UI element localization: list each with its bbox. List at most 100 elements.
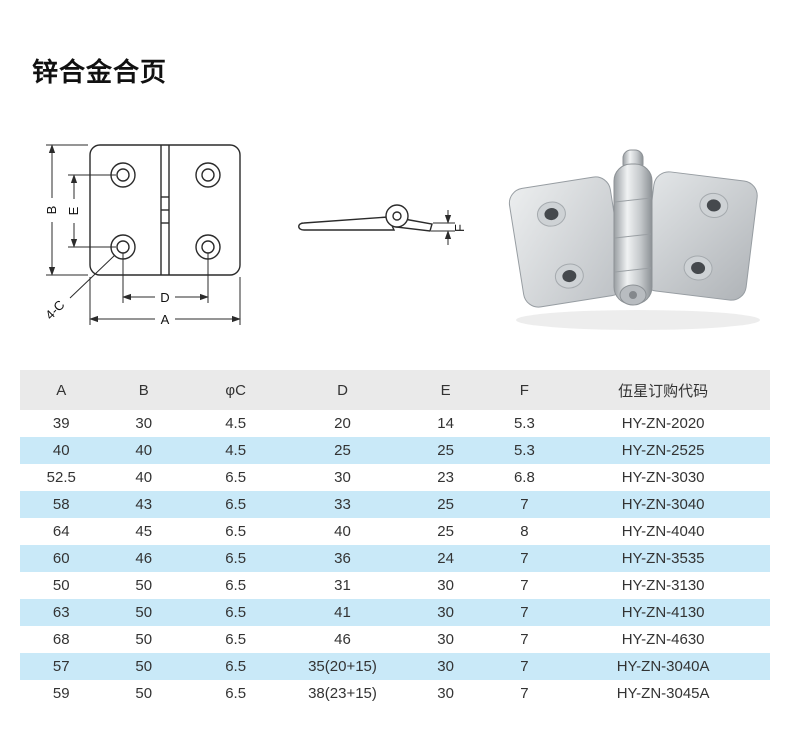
column-header: D	[286, 370, 399, 410]
table-cell: 8	[492, 518, 557, 545]
side-view-drawing: F	[298, 204, 467, 245]
table-cell: 64	[20, 518, 103, 545]
dim-label-d: D	[160, 290, 169, 305]
table-cell: HY-ZN-4040	[556, 518, 770, 545]
table-cell: 63	[20, 599, 103, 626]
dim-label-b: B	[44, 206, 59, 215]
side-outline	[298, 204, 433, 232]
table-cell: 4.5	[185, 410, 287, 437]
table-cell: 7	[492, 599, 557, 626]
table-cell: HY-ZN-3030	[556, 464, 770, 491]
table-cell: 7	[492, 572, 557, 599]
table-cell: 7	[492, 653, 557, 680]
photo-shadow	[516, 310, 760, 330]
table-cell: HY-ZN-4630	[556, 626, 770, 653]
hinge-body	[508, 149, 758, 308]
column-header: φC	[185, 370, 287, 410]
table-cell: 36	[286, 545, 399, 572]
page-title: 锌合金合页	[32, 57, 168, 87]
table-cell: HY-ZN-2020	[556, 410, 770, 437]
table-cell: 24	[398, 545, 493, 572]
table-cell: 43	[102, 491, 185, 518]
table-cell: HY-ZN-3130	[556, 572, 770, 599]
table-cell: HY-ZN-3040A	[556, 653, 770, 680]
table-cell: 7	[492, 626, 557, 653]
table-cell: 40	[20, 437, 103, 464]
column-header: F	[492, 370, 557, 410]
table-cell: 6.5	[185, 653, 287, 680]
table-cell: 50	[102, 680, 185, 707]
table-cell: 25	[398, 491, 493, 518]
table-cell: 30	[398, 653, 493, 680]
table-cell: 50	[102, 599, 185, 626]
table-cell: HY-ZN-3045A	[556, 680, 770, 707]
table-cell: 35(20+15)	[286, 653, 399, 680]
screw-holes	[536, 192, 729, 289]
column-header: 伍星订购代码	[556, 370, 770, 410]
dim-label-a: A	[161, 312, 170, 327]
table-cell: 25	[286, 437, 399, 464]
table-cell: 40	[286, 518, 399, 545]
dim-label-4c: 4-C	[42, 297, 67, 322]
table-cell: 30	[102, 410, 185, 437]
table-cell: 50	[20, 572, 103, 599]
table-cell: 5.3	[492, 437, 557, 464]
table-cell: 6.5	[185, 599, 287, 626]
table-cell: 25	[398, 437, 493, 464]
table-cell: 57	[20, 653, 103, 680]
table-cell: 6.5	[185, 626, 287, 653]
table-cell: 30	[398, 572, 493, 599]
hinge-product-photo	[508, 149, 760, 330]
side-dimension-labels: F	[452, 224, 467, 232]
table-cell: 40	[102, 464, 185, 491]
table-cell: 50	[102, 572, 185, 599]
table-cell: 50	[102, 626, 185, 653]
table-cell: 23	[398, 464, 493, 491]
side-dimension-lines	[431, 210, 455, 245]
table-cell: 7	[492, 545, 557, 572]
table-cell: 6.8	[492, 464, 557, 491]
table-cell: HY-ZN-3535	[556, 545, 770, 572]
table-cell: 58	[20, 491, 103, 518]
table-cell: 7	[492, 680, 557, 707]
table-cell: HY-ZN-4130	[556, 599, 770, 626]
table-cell: 31	[286, 572, 399, 599]
table-cell: 30	[398, 626, 493, 653]
hinge-outline	[89, 144, 241, 276]
table-cell: HY-ZN-2525	[556, 437, 770, 464]
dimension-labels: B E D A 4-C	[42, 198, 175, 327]
table-cell: 6.5	[185, 680, 287, 707]
table-cell: 52.5	[20, 464, 103, 491]
table-cell: 6.5	[185, 572, 287, 599]
table-cell: 6.5	[185, 518, 287, 545]
column-header: B	[102, 370, 185, 410]
table-cell: 60	[20, 545, 103, 572]
table-cell: 5.3	[492, 410, 557, 437]
table-cell: 46	[102, 545, 185, 572]
table-cell: 4.5	[185, 437, 287, 464]
table-cell: 25	[398, 518, 493, 545]
table-cell: 30	[398, 680, 493, 707]
front-view-drawing: B E D A 4-C	[42, 144, 241, 327]
table-cell: 50	[102, 653, 185, 680]
technical-drawings: B E D A 4-C F	[0, 130, 790, 345]
table-cell: 14	[398, 410, 493, 437]
column-header: E	[398, 370, 493, 410]
table-cell: HY-ZN-3040	[556, 491, 770, 518]
table-cell: 40	[102, 437, 185, 464]
table-cell: 45	[102, 518, 185, 545]
table-cell: 30	[286, 464, 399, 491]
dim-label-e: E	[66, 206, 81, 215]
column-header: A	[20, 370, 103, 410]
